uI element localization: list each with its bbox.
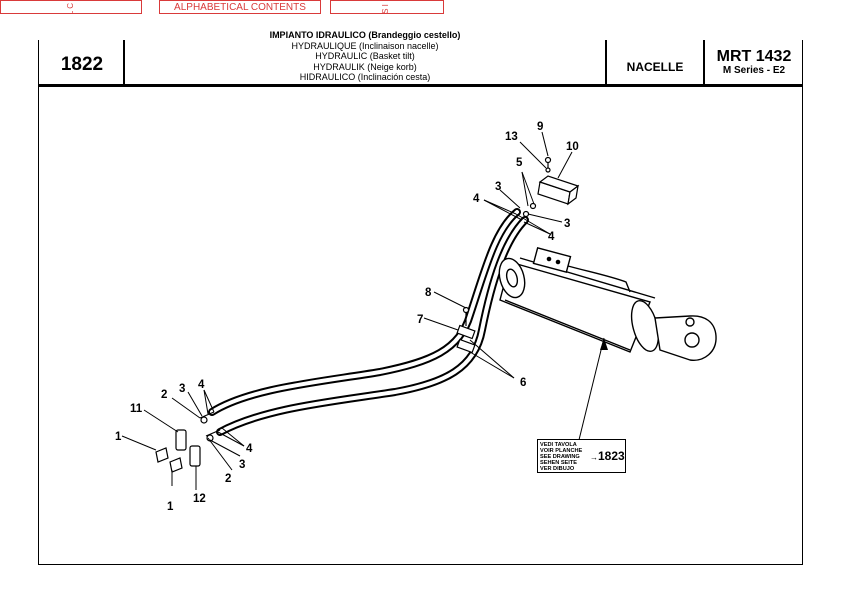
title-german: HYDRAULIK (Neige korb) (313, 61, 417, 72)
reference-line: VEDI TAVOLA (540, 442, 577, 448)
callout-4: 4 (246, 443, 253, 455)
callout-2: 2 (225, 473, 231, 485)
section-label: NACELLE (626, 60, 684, 74)
callout-3: 3 (495, 181, 501, 193)
callout-5: 5 (516, 157, 523, 169)
callout-13: 13 (505, 131, 518, 143)
callout-10: 10 (566, 141, 579, 153)
see-drawing-reference[interactable]: VEDI TAVOLA VOIR PLANCHE SEE DRAWING SEH… (537, 439, 626, 473)
title-french: HYDRAULIQUE (Inclinaison nacelle) (291, 40, 439, 51)
callout-12: 12 (193, 493, 206, 505)
callout-2: 2 (161, 389, 167, 401)
callout-6: 6 (520, 377, 526, 389)
header-rule (38, 84, 803, 87)
callout-7: 7 (417, 314, 423, 326)
callout-4: 4 (548, 231, 555, 243)
nav-button-left[interactable]: L C (0, 0, 142, 14)
reference-target-number: 1823 (598, 449, 625, 463)
nav-button-right[interactable]: S I (330, 0, 444, 14)
callout-1: 1 (167, 501, 174, 513)
title-italian: IMPIANTO IDRAULICO (Brandeggio cestello) (269, 30, 461, 40)
callout-3: 3 (564, 218, 570, 230)
alphabetical-contents-button[interactable]: ALPHABETICAL CONTENTS (159, 0, 321, 14)
title-block: IMPIANTO IDRAULICO (Brandeggio cestello)… (124, 30, 606, 83)
reference-line: SEHEN SEITE (540, 460, 577, 466)
header-divider (703, 40, 705, 84)
title-english: HYDRAULIC (Basket tilt) (315, 51, 415, 61)
reference-text: VEDI TAVOLA VOIR PLANCHE SEE DRAWING SEH… (540, 442, 582, 472)
page-frame (38, 40, 803, 565)
callout-8: 8 (425, 287, 432, 299)
reference-line: SEE DRAWING (540, 454, 580, 460)
callout-3: 3 (239, 459, 245, 471)
model-name: MRT 1432 (716, 48, 792, 65)
callout-9: 9 (537, 121, 543, 133)
reference-line: VOIR PLANCHE (540, 448, 583, 454)
reference-line: VER DIBUJO (540, 466, 575, 472)
title-spanish: HIDRAULICO (Inclinación cesta) (299, 72, 431, 82)
callout-4: 4 (473, 193, 480, 205)
header-divider (123, 40, 125, 84)
header-divider (605, 40, 607, 84)
arrow-right-icon: → (590, 453, 598, 462)
plate-number: 1822 (60, 54, 104, 75)
callout-4: 4 (198, 379, 205, 391)
callout-11: 11 (130, 403, 143, 415)
model-block: MRT 1432 M Series - E2 (705, 48, 803, 77)
model-series: M Series - E2 (722, 65, 786, 76)
callout-1: 1 (115, 431, 122, 443)
callout-3: 3 (179, 383, 185, 395)
